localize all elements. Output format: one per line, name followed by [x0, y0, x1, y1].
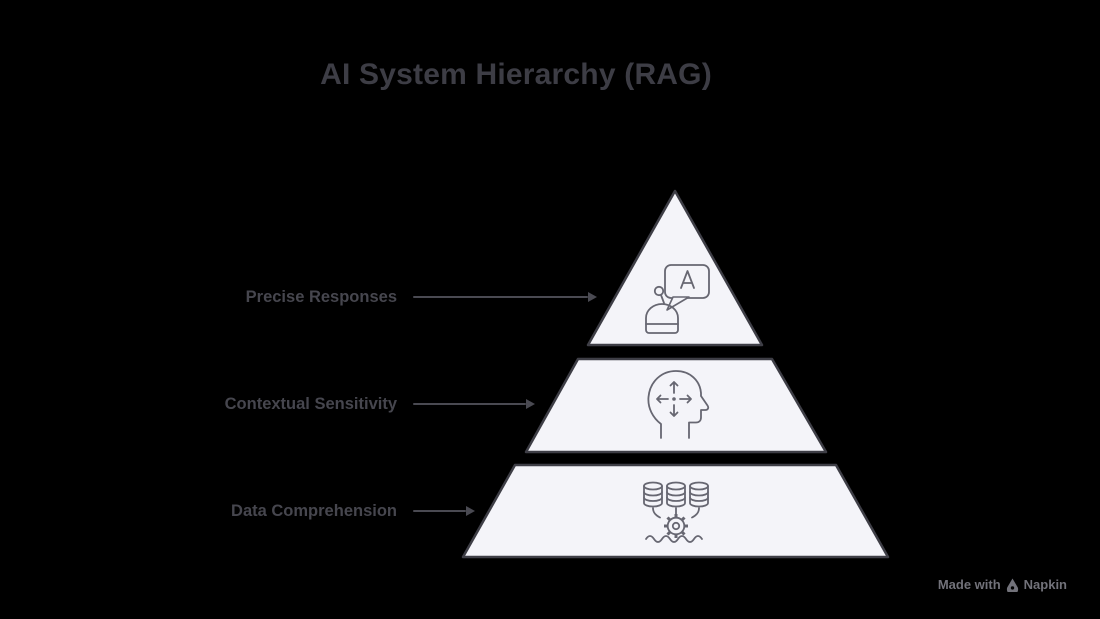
page-title: AI System Hierarchy (RAG) — [320, 58, 712, 91]
watermark-brand: Napkin — [1023, 577, 1067, 592]
arrowhead-right-icon — [588, 292, 597, 302]
label-data-comprehension: Data Comprehension — [231, 502, 397, 520]
head-arrows-icon — [647, 370, 710, 439]
label-precise-responses: Precise Responses — [245, 288, 397, 306]
arrow-to-tier-middle — [413, 398, 535, 410]
robot-chat-icon — [645, 264, 710, 334]
arrow-shaft — [413, 509, 466, 513]
arrowhead-right-icon — [526, 399, 535, 409]
pyramid-tier-top — [586, 189, 764, 347]
napkin-pen-icon — [1006, 578, 1018, 592]
arrow-to-tier-bottom — [413, 505, 475, 517]
databases-gear-icon — [643, 481, 709, 543]
arrow-to-tier-top — [413, 291, 597, 303]
watermark-text: Made with — [937, 577, 1001, 592]
label-contextual-sensitivity: Contextual Sensitivity — [224, 395, 397, 413]
watermark: Made with Napkin — [938, 577, 1067, 592]
arrowhead-right-icon — [466, 506, 475, 516]
pyramid-tier-middle — [524, 357, 828, 454]
arrow-shaft — [413, 402, 526, 406]
arrow-shaft — [413, 295, 588, 299]
